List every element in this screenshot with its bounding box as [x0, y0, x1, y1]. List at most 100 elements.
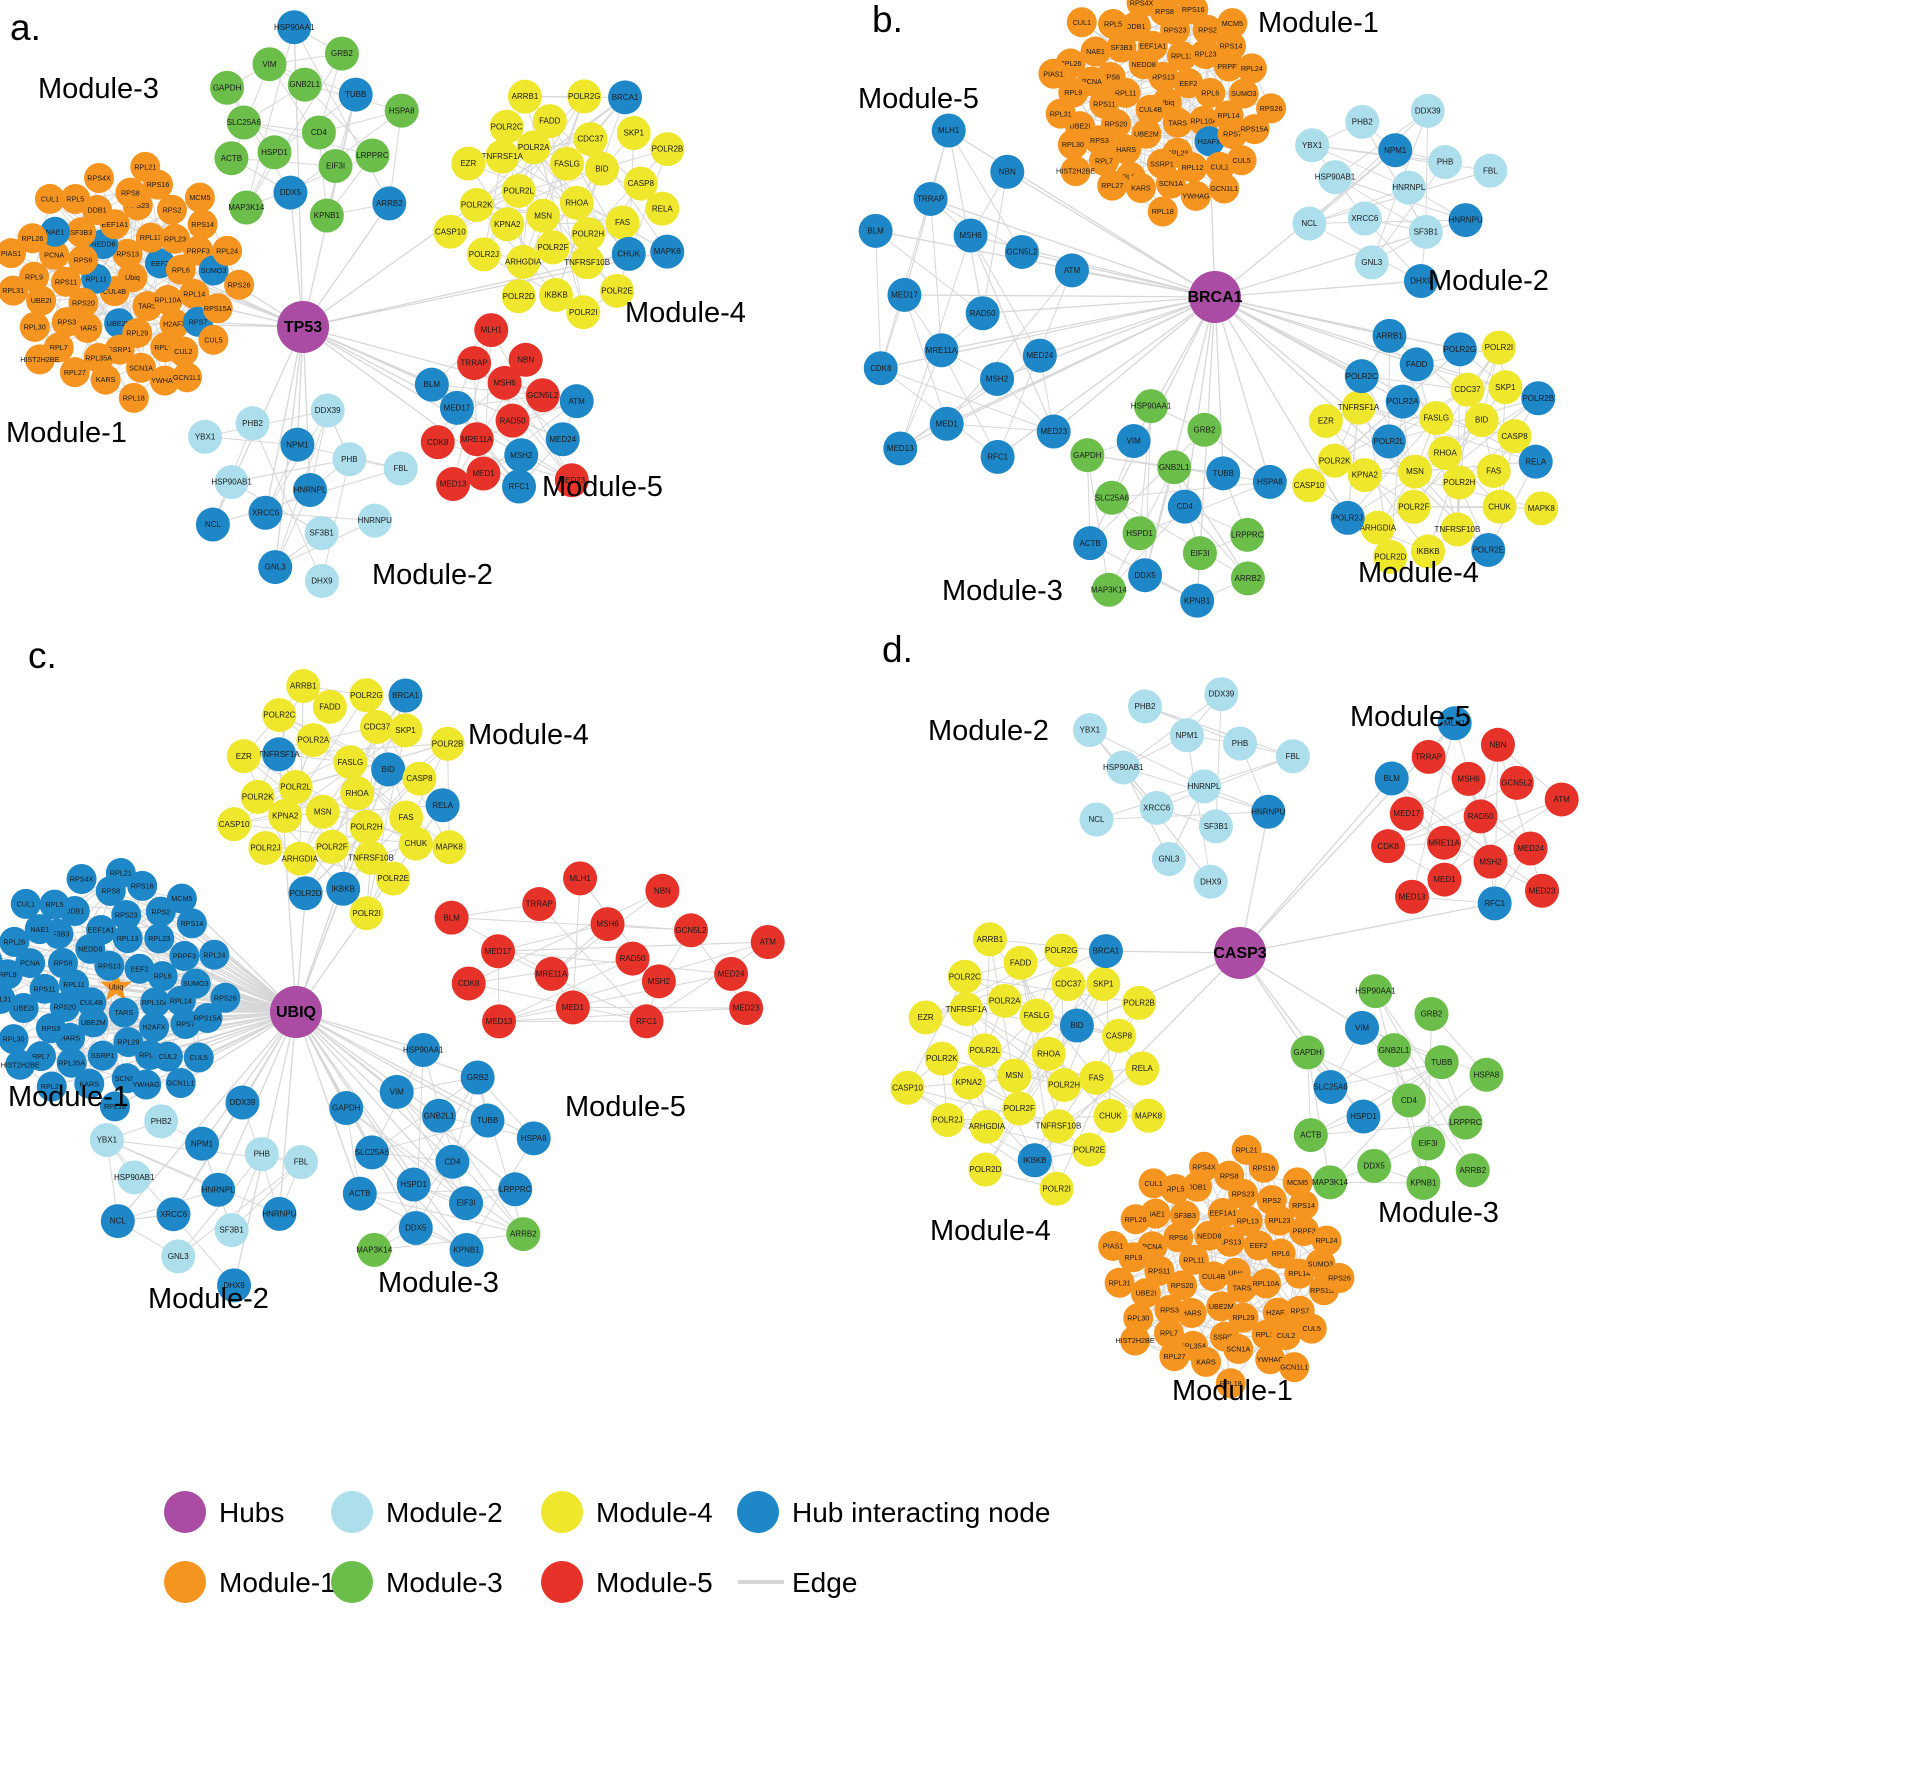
gene-node[interactable]: H2AFX — [139, 1011, 170, 1042]
gene-node[interactable]: RPS4X — [1188, 1151, 1219, 1182]
gene-node[interactable]: KPNB1 — [1180, 583, 1215, 618]
gene-node[interactable]: MED17 — [1389, 796, 1424, 831]
gene-node[interactable]: MED13 — [482, 1004, 517, 1039]
gene-node[interactable]: BRCA1 — [1088, 934, 1123, 969]
gene-node[interactable]: CDC37 — [359, 709, 394, 744]
gene-node[interactable]: RPL21 — [130, 151, 161, 182]
gene-node[interactable]: YWHAG — [1180, 180, 1211, 211]
hub-node[interactable]: BRCA1 — [1187, 271, 1243, 323]
gene-node[interactable]: POLR2F — [315, 829, 350, 864]
gene-node[interactable]: POLR2J — [466, 237, 501, 272]
gene-node[interactable]: MED13 — [883, 431, 918, 466]
gene-node[interactable]: PIAS1 — [0, 946, 3, 976]
gene-node[interactable]: GRB2 — [1414, 996, 1449, 1031]
gene-node[interactable]: ACTB — [1293, 1118, 1328, 1153]
gene-node[interactable]: MRE11A — [924, 333, 959, 368]
hub-node[interactable]: CASP3 — [1213, 927, 1267, 979]
gene-node[interactable]: YBX1 — [188, 419, 223, 454]
gene-node[interactable]: CHUK — [1482, 489, 1517, 524]
gene-node[interactable]: POLR2I — [349, 896, 384, 931]
gene-node[interactable]: POLR2L — [967, 1033, 1002, 1068]
gene-node[interactable]: GRB2 — [324, 36, 359, 71]
gene-node[interactable]: XRCC6 — [248, 495, 283, 530]
gene-node[interactable]: CUL2 — [168, 336, 199, 367]
gene-node[interactable]: RPL30 — [1057, 129, 1088, 160]
gene-node[interactable]: ARHGDIA — [1360, 510, 1397, 545]
gene-node[interactable]: MSH6 — [590, 907, 625, 942]
gene-node[interactable]: CHUK — [611, 236, 646, 271]
gene-node[interactable]: FASLG — [549, 146, 584, 181]
gene-node[interactable]: NBN — [508, 342, 543, 377]
gene-node[interactable]: MSH2 — [980, 361, 1015, 396]
gene-node[interactable]: FBL — [1473, 153, 1508, 188]
gene-node[interactable]: NPM1 — [280, 427, 315, 462]
gene-node[interactable]: HNRNPL — [1391, 170, 1426, 205]
gene-node[interactable]: MAPK8 — [1131, 1098, 1166, 1133]
gene-node[interactable]: KARS — [1191, 1346, 1222, 1377]
gene-node[interactable]: POLR2E — [376, 861, 411, 896]
gene-node[interactable]: RPL18 — [118, 382, 149, 413]
gene-node[interactable]: HSP90AA1 — [1355, 974, 1396, 1009]
gene-node[interactable]: HNRNPU — [1251, 794, 1286, 829]
gene-node[interactable]: NBN — [990, 154, 1025, 189]
gene-node[interactable]: MED23 — [1525, 873, 1560, 908]
gene-node[interactable]: HSPA8 — [516, 1121, 551, 1156]
gene-node[interactable]: LRPPRC — [1448, 1105, 1483, 1140]
gene-node[interactable]: RPS2 — [1256, 1185, 1287, 1216]
gene-node[interactable]: RPS26 — [1324, 1262, 1355, 1293]
gene-node[interactable]: RPS26 — [224, 269, 255, 300]
gene-node[interactable]: ARRB2 — [1230, 561, 1265, 596]
gene-node[interactable]: TNFRSF1A — [258, 737, 300, 772]
gene-node[interactable]: SF3B1 — [1408, 214, 1443, 249]
gene-node[interactable]: PHB2 — [1127, 689, 1162, 724]
gene-node[interactable]: MRE11A — [1427, 825, 1462, 860]
gene-node[interactable]: NCL — [1292, 206, 1327, 241]
gene-node[interactable]: POLR2C — [489, 109, 524, 144]
gene-node[interactable]: KPNB1 — [1406, 1165, 1441, 1200]
gene-node[interactable]: GAPDH — [329, 1091, 364, 1126]
gene-node[interactable]: MLH1 — [563, 861, 598, 896]
gene-node[interactable]: POLR2L — [501, 173, 536, 208]
gene-node[interactable]: PHB — [1428, 145, 1463, 180]
gene-node[interactable]: YWHAG — [131, 1069, 162, 1100]
gene-node[interactable]: MED1 — [466, 456, 501, 491]
gene-node[interactable]: CD4 — [301, 115, 336, 150]
gene-node[interactable]: RPS11 — [51, 266, 82, 297]
gene-node[interactable]: LRPPRC — [498, 1172, 533, 1207]
gene-node[interactable]: MRE11A — [534, 956, 569, 991]
gene-node[interactable]: CASP8 — [1101, 1018, 1136, 1053]
gene-node[interactable]: FASLG — [1419, 401, 1454, 436]
gene-node[interactable]: VIM — [379, 1074, 414, 1109]
gene-node[interactable]: POLR2D — [501, 279, 536, 314]
gene-node[interactable]: HSPD1 — [257, 135, 292, 170]
gene-node[interactable]: SKP1 — [388, 713, 423, 748]
gene-node[interactable]: BID — [371, 752, 406, 787]
gene-node[interactable]: IKBKB — [1017, 1143, 1052, 1178]
gene-node[interactable]: DHX9 — [1193, 864, 1228, 899]
gene-node[interactable]: GAPDH — [1070, 438, 1105, 473]
gene-node[interactable]: RPS15A — [202, 293, 233, 324]
gene-node[interactable]: TNFRSF1A — [1338, 390, 1380, 425]
gene-node[interactable]: EIF3I — [1411, 1126, 1446, 1161]
gene-node[interactable]: ARRB1 — [507, 79, 542, 114]
gene-node[interactable]: MED23 — [1036, 414, 1071, 449]
gene-node[interactable]: HNRNPL — [1187, 769, 1222, 804]
gene-node[interactable]: HSP90AA1 — [274, 10, 315, 45]
gene-node[interactable]: MED1 — [1427, 862, 1462, 897]
gene-node[interactable]: ARRB2 — [506, 1217, 541, 1252]
gene-node[interactable]: RPS2 — [156, 194, 187, 225]
gene-node[interactable]: RPL24 — [212, 235, 243, 266]
gene-node[interactable]: YBX1 — [89, 1122, 124, 1157]
gene-node[interactable]: POLR2C — [947, 959, 982, 994]
gene-node[interactable]: TUBB — [1206, 456, 1241, 491]
gene-node[interactable]: FAS — [605, 205, 640, 240]
gene-node[interactable]: HSPA8 — [1252, 464, 1287, 499]
gene-node[interactable]: CUL1 — [34, 183, 65, 214]
gene-node[interactable]: GAPDH — [1290, 1035, 1325, 1070]
gene-node[interactable]: BLM — [858, 213, 893, 248]
gene-node[interactable]: ATM — [1054, 253, 1089, 288]
gene-node[interactable]: RHOA — [1031, 1036, 1066, 1071]
gene-node[interactable]: CDK8 — [1371, 829, 1406, 864]
gene-node[interactable]: HSPD1 — [1122, 516, 1157, 551]
gene-node[interactable]: RELA — [645, 191, 680, 226]
